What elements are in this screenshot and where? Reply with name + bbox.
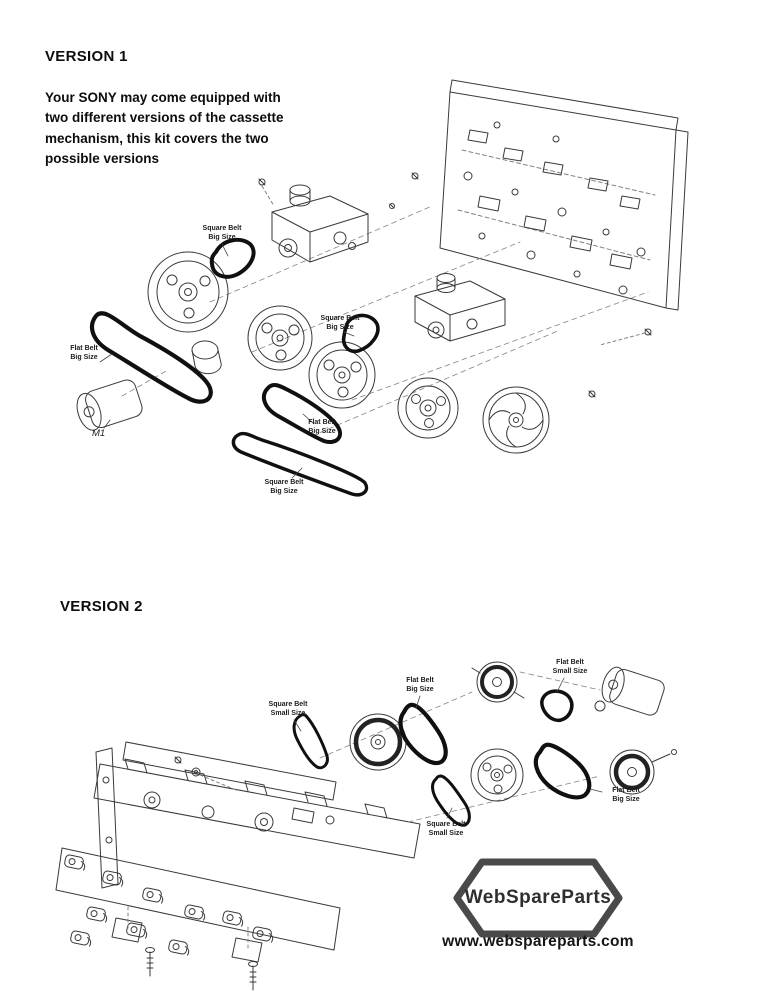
webspareparts-logo-hexagon (453, 858, 623, 938)
v2-flat-belt-big-top (398, 702, 448, 766)
v1-square-belt-big-long (231, 431, 369, 497)
v1-label-flat-belt-big-middle: Flat Belt Big Size (308, 419, 336, 436)
v1-label-leader-lines (99, 243, 355, 479)
v2-label-square-belt-small-bottom: Square Belt Small Size (426, 821, 466, 838)
v1-belt-holder (191, 340, 222, 375)
v2-latch-parts (64, 854, 274, 956)
v1-pulley-center (247, 305, 313, 371)
v2-label-flat-belt-big-top: Flat Belt Big Size (406, 677, 434, 694)
v1-pulley-left (147, 251, 229, 333)
v1-flywheel (482, 386, 550, 454)
v1-label-motor-m1: M1 (92, 428, 106, 439)
v1-square-belt-big-top (209, 237, 256, 279)
v1-square-belt-big-middle (341, 313, 380, 354)
v1-label-flat-belt-big-left: Flat Belt Big Size (70, 345, 98, 362)
v2-flat-belt-small (540, 689, 574, 723)
v1-pulley-fourth (397, 377, 459, 439)
v1-mechanism-block-left (271, 184, 369, 263)
v2-motor (594, 666, 665, 716)
v2-label-leader-lines (293, 677, 603, 819)
v2-square-belt-small-left (292, 713, 329, 770)
v1-mechanism-block-right (414, 273, 506, 342)
v2-label-square-belt-small-left: Square Belt Small Size (268, 701, 308, 718)
v2-label-flat-belt-small: Flat Belt Small Size (552, 659, 588, 676)
v1-label-square-belt-big-long: Square Belt Big Size (264, 479, 304, 496)
v2-label-flat-belt-big-right: Flat Belt Big Size (612, 787, 640, 804)
v2-screw-icons (127, 756, 258, 991)
v1-flat-belt-big-middle (261, 382, 343, 444)
v1-label-square-belt-big-middle: Square Belt Big Size (320, 315, 360, 332)
v1-chassis-plate (439, 79, 689, 311)
v2-pulley-right (609, 749, 677, 795)
v2-flat-belt-big-right (533, 742, 592, 800)
v1-motor (76, 379, 143, 431)
version1-intro-text: Your SONY may come equipped with two dif… (45, 90, 284, 166)
version2-title: VERSION 2 (60, 598, 143, 615)
v2-square-belt-small-bottom (431, 774, 471, 827)
v2-pulley-big-left (349, 713, 407, 771)
v2-alignment-lines (319, 671, 601, 823)
v2-pad-plates (111, 917, 263, 963)
v2-pulley-small-top (471, 661, 525, 703)
v1-flat-belt-big-left (89, 311, 213, 404)
v1-screw-icons (258, 172, 652, 398)
v2-front-plate (55, 847, 341, 951)
v1-label-square-belt-big-top: Square Belt Big Size (202, 225, 242, 242)
v2-pulley-mid-right (470, 748, 524, 802)
version1-title: VERSION 1 (45, 48, 128, 65)
v2-chassis (93, 741, 421, 889)
webspareparts-logo-text: WebSpareParts (464, 887, 612, 908)
website-url-text: www.webspareparts.com (442, 933, 634, 950)
v1-pulley-third (308, 341, 376, 409)
